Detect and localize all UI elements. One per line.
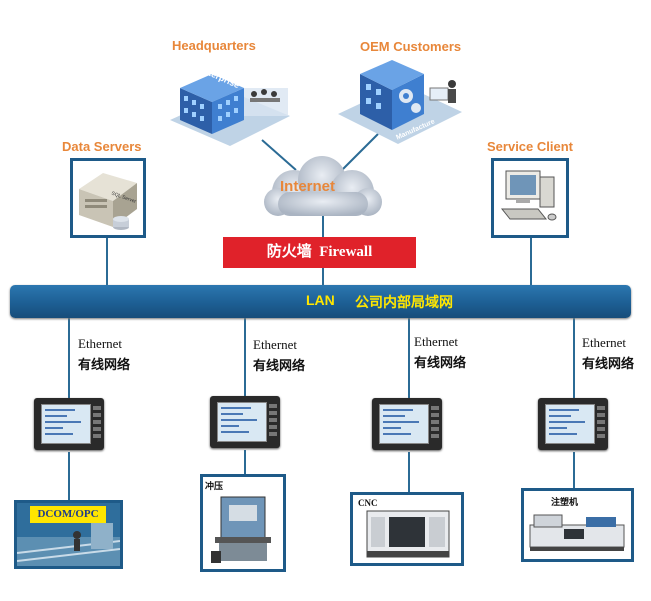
lan-label: LAN	[306, 292, 335, 308]
line-lan-panel-4	[573, 318, 575, 398]
ethernet-label-2: Ethernet 有线网络	[253, 334, 305, 376]
server-icon: SQL Server	[79, 173, 137, 230]
hmi-screen-3	[379, 404, 429, 444]
cnc-machine-icon	[366, 510, 450, 558]
press-label: 冲压	[205, 481, 224, 491]
cnc-label: CNC	[358, 498, 378, 508]
hmi-screen-2	[217, 402, 267, 442]
line-panel-machine-4	[573, 452, 575, 488]
service-client-label: Service Client	[487, 139, 573, 154]
injection-machine-icon	[529, 514, 625, 551]
line-dataserver-lan	[106, 236, 108, 286]
line-oem-internet	[341, 133, 379, 171]
computer-icon	[500, 170, 557, 221]
headquarters-label: Headquarters	[172, 38, 256, 53]
machine-frame-press	[200, 474, 286, 572]
press-machine-icon	[211, 496, 271, 563]
ethernet-cn-3: 有线网络	[414, 355, 467, 370]
oem-customers-label: OEM Customers	[360, 39, 462, 54]
line-lan-panel-2	[244, 318, 246, 396]
hmi-panel-2	[210, 396, 280, 448]
firewall-box	[223, 237, 416, 268]
firewall-label: 防火墙 Firewall	[266, 244, 373, 260]
lan-bar	[10, 285, 631, 318]
hmi-screen-4	[545, 404, 595, 444]
line-panel-machine-3	[408, 452, 410, 492]
hmi-panel-4	[538, 398, 608, 450]
service-client-frame	[491, 158, 569, 238]
injection-label: 注塑机	[551, 497, 579, 507]
data-server-frame: SQL Server	[70, 158, 146, 238]
hmi-panel-1	[34, 398, 104, 450]
ethernet-en-2: Ethernet	[253, 337, 298, 352]
ethernet-en-3: Ethernet	[414, 334, 459, 349]
ethernet-cn-2: 有线网络	[253, 358, 306, 373]
machine-frame-cnc	[350, 492, 464, 566]
ethernet-en-1: Ethernet	[78, 336, 123, 351]
line-lan-panel-3	[408, 318, 410, 398]
ethernet-cn-1: 有线网络	[78, 357, 131, 372]
ethernet-en-4: Ethernet	[582, 335, 627, 350]
ethernet-label-4: Ethernet 有线网络	[582, 332, 634, 374]
headquarters-building-icon: Enterprise	[170, 63, 290, 146]
data-servers-label: Data Servers	[62, 139, 142, 154]
lan-label-cn: 公司内部局域网	[355, 296, 453, 311]
line-hq-internet	[261, 139, 297, 171]
oem-building-icon: Manufacture	[338, 60, 462, 144]
internet-cloud-icon	[264, 156, 382, 216]
dcom-label: DCOM/OPC	[37, 508, 99, 520]
ethernet-label-1: Ethernet 有线网络	[78, 333, 130, 375]
line-lan-panel-1	[68, 318, 70, 398]
line-firewall-lan	[322, 268, 324, 288]
internet-label: Internet	[280, 178, 336, 195]
line-panel-machine-1	[68, 452, 70, 502]
line-serviceclient-lan	[530, 236, 532, 286]
hmi-screen-1	[41, 404, 91, 444]
line-panel-machine-2	[244, 450, 246, 474]
line-internet-firewall	[322, 215, 324, 237]
hmi-panel-3	[372, 398, 442, 450]
ethernet-label-3: Ethernet 有线网络	[414, 331, 466, 373]
machine-frame-injection	[521, 488, 634, 562]
ethernet-cn-4: 有线网络	[582, 356, 635, 371]
dcom-label-box	[30, 506, 106, 523]
